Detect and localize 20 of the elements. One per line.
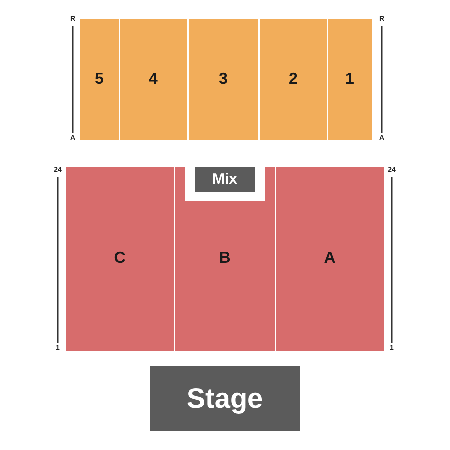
section-label: A bbox=[324, 250, 336, 268]
section-label: C bbox=[114, 250, 126, 268]
seating-section bbox=[120, 19, 187, 140]
seating-section bbox=[80, 19, 119, 140]
seating-section bbox=[175, 167, 275, 351]
seating-section bbox=[260, 19, 327, 140]
section-label: 2 bbox=[289, 70, 298, 88]
seating-section bbox=[276, 167, 384, 351]
mix-position bbox=[195, 167, 255, 192]
mix-label: Mix bbox=[212, 171, 238, 188]
seating-section bbox=[66, 167, 174, 351]
stage bbox=[150, 366, 300, 431]
section-label: 5 bbox=[95, 70, 104, 88]
stage-label: Stage bbox=[186, 382, 264, 414]
section-label: B bbox=[219, 250, 231, 268]
section-label: 4 bbox=[149, 70, 158, 88]
seating-section bbox=[189, 19, 258, 140]
section-label: 1 bbox=[346, 70, 354, 88]
section-label: 3 bbox=[219, 70, 228, 88]
seating-section bbox=[328, 19, 372, 140]
